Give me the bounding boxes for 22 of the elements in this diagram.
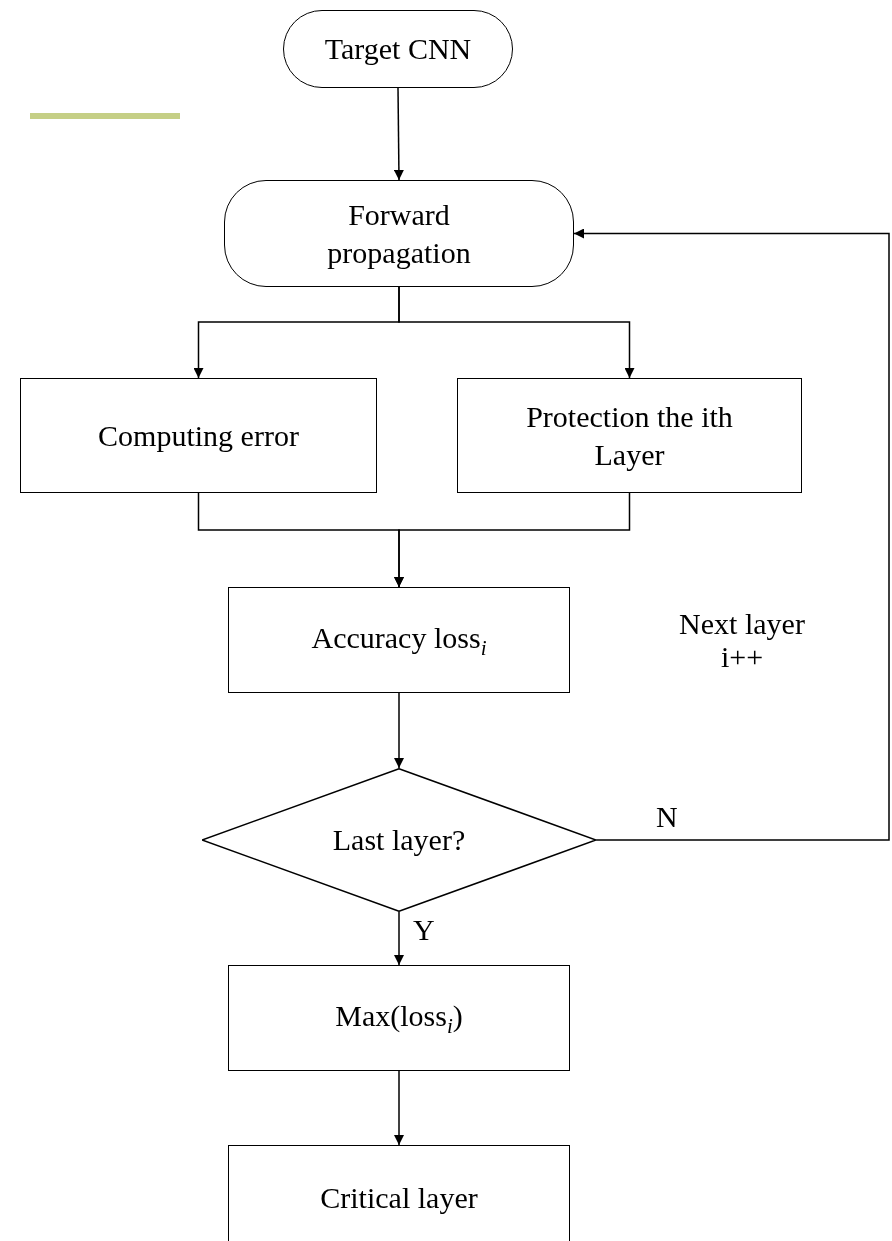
node-text: Last layer?: [332, 822, 466, 859]
node-text: Computing error: [98, 417, 299, 454]
node-text: Accuracy loss$_{i}$: [311, 619, 487, 662]
node-text: Forward propagation: [326, 197, 472, 271]
process-box: [228, 965, 570, 1071]
node-text: Max(loss$_{i}$): [335, 997, 463, 1040]
decision-diamond: [202, 768, 596, 912]
process-box: [228, 587, 570, 693]
process-box: [228, 1145, 570, 1241]
arrow: [393, 87, 404, 181]
node-text: Critical layer: [320, 1180, 478, 1217]
node-text: Protection the ith Layer: [525, 399, 734, 473]
process-box: [20, 378, 377, 493]
terminal-box: [224, 180, 574, 287]
arrow: [394, 692, 404, 769]
arrow: [394, 911, 404, 966]
process-box: [457, 378, 802, 493]
arrow: [394, 492, 631, 588]
arrow: [394, 1070, 404, 1146]
arrow: [398, 286, 635, 379]
arrow: [573, 228, 890, 841]
node-text: Target CNN: [324, 31, 472, 68]
